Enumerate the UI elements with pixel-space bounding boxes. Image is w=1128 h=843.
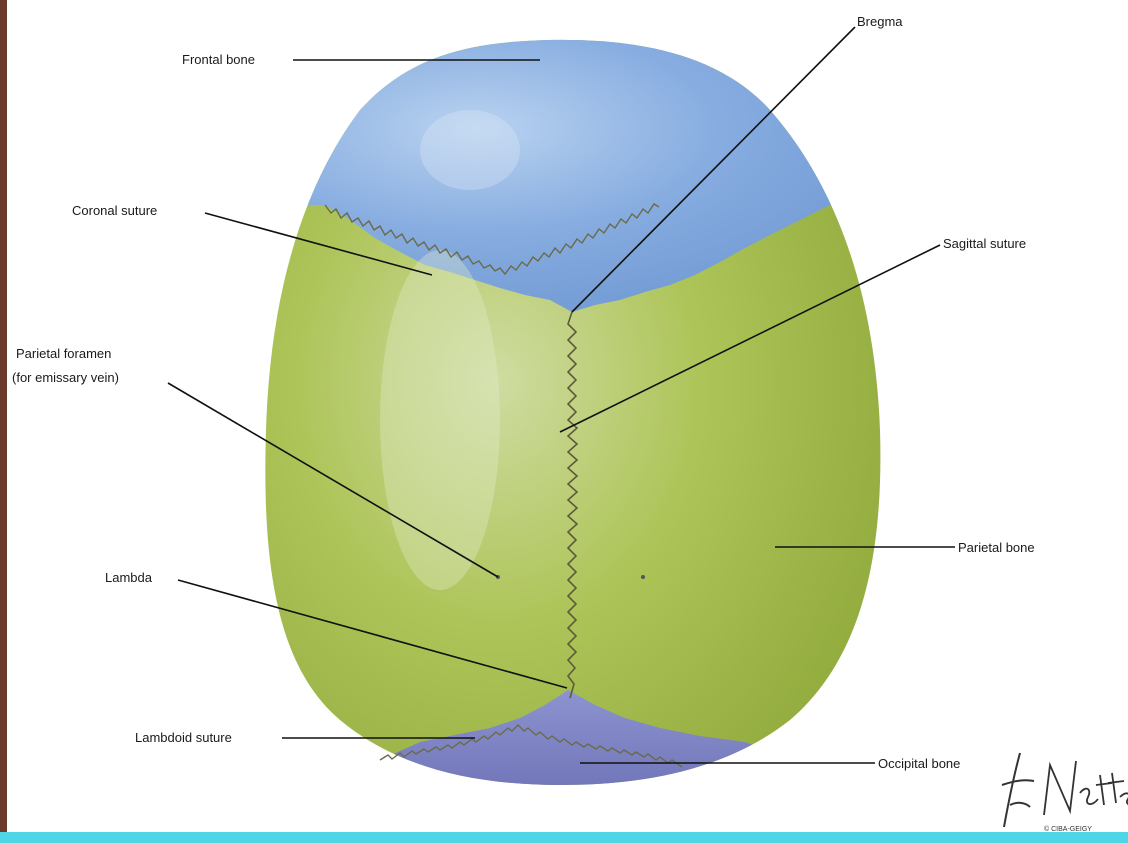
- label-frontal-bone: Frontal bone: [182, 52, 255, 67]
- svg-text:© CIBA-GEIGY: © CIBA-GEIGY: [1044, 825, 1092, 832]
- label-parietal-foramen: Parietal foramen: [16, 346, 111, 361]
- label-lambda: Lambda: [105, 570, 153, 585]
- bottom-frame-strip: [0, 832, 1128, 843]
- netter-signature: © CIBA-GEIGY: [1002, 753, 1128, 832]
- skull-shape: [250, 30, 900, 810]
- label-lambdoid-suture: Lambdoid suture: [135, 730, 232, 745]
- label-sagittal-suture: Sagittal suture: [943, 236, 1026, 251]
- label-coronal-suture: Coronal suture: [72, 203, 157, 218]
- label-parietal-foramen-note: (for emissary vein): [12, 370, 119, 385]
- parietal-foramen-dot-right: [641, 575, 645, 579]
- label-parietal-bone: Parietal bone: [958, 540, 1035, 555]
- label-occipital-bone: Occipital bone: [878, 756, 960, 771]
- label-bregma: Bregma: [857, 14, 903, 29]
